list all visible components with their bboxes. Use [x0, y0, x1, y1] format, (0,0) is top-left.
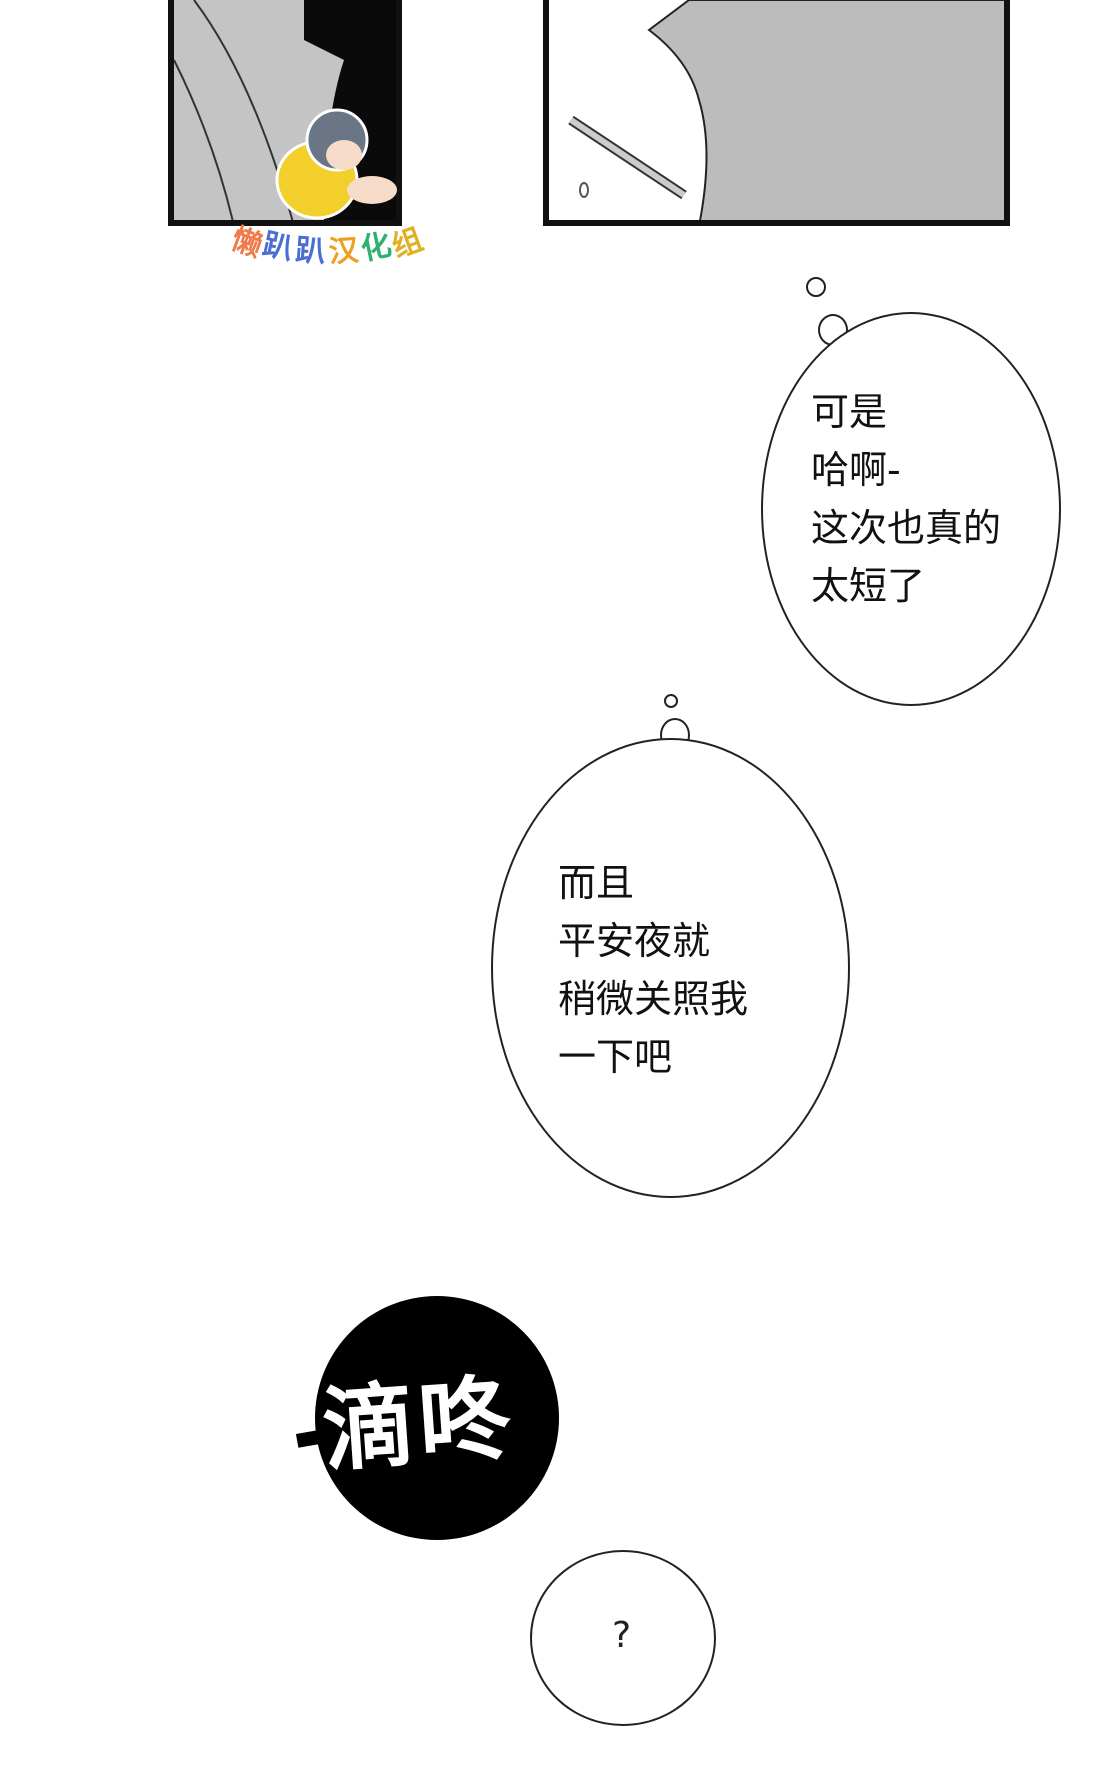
bubble-line: 这次也真的	[811, 506, 1002, 550]
comic-panel-left	[168, 0, 402, 226]
thought-bubble-1-text: 可是 哈啊- 这次也真的 太短了	[811, 383, 1001, 615]
thought-bubble-1	[761, 312, 1061, 706]
bubble-line: 稍微关照我	[558, 977, 749, 1021]
bubble-line: 一下吧	[558, 1035, 673, 1079]
bubble-line: 平安夜就	[558, 919, 711, 963]
bubble-line: 太短了	[811, 564, 926, 608]
thought-dot-small	[664, 694, 678, 708]
sfx-bubble	[315, 1296, 559, 1540]
comic-panel-right	[543, 0, 1010, 226]
watermark-mascot	[262, 95, 412, 225]
question-mark: ?	[612, 1615, 632, 1656]
thought-bubble-2-text: 而且 平安夜就 稍微关照我 一下吧	[558, 854, 748, 1086]
bubble-line: 哈啊-	[811, 448, 901, 492]
watermark-char: 趴	[294, 232, 329, 271]
bubble-line: 可是	[811, 390, 888, 434]
thought-bubble-2	[491, 738, 850, 1198]
sfx-tail	[295, 1430, 321, 1448]
sfx-text: 滴咚	[319, 1364, 519, 1485]
watermark-text: 懒趴趴汉化组	[226, 220, 429, 270]
speech-bubble-question	[530, 1550, 716, 1726]
panel-right-art	[549, 0, 1004, 220]
bubble-line: 而且	[558, 861, 635, 905]
thought-dot-small	[806, 277, 826, 297]
